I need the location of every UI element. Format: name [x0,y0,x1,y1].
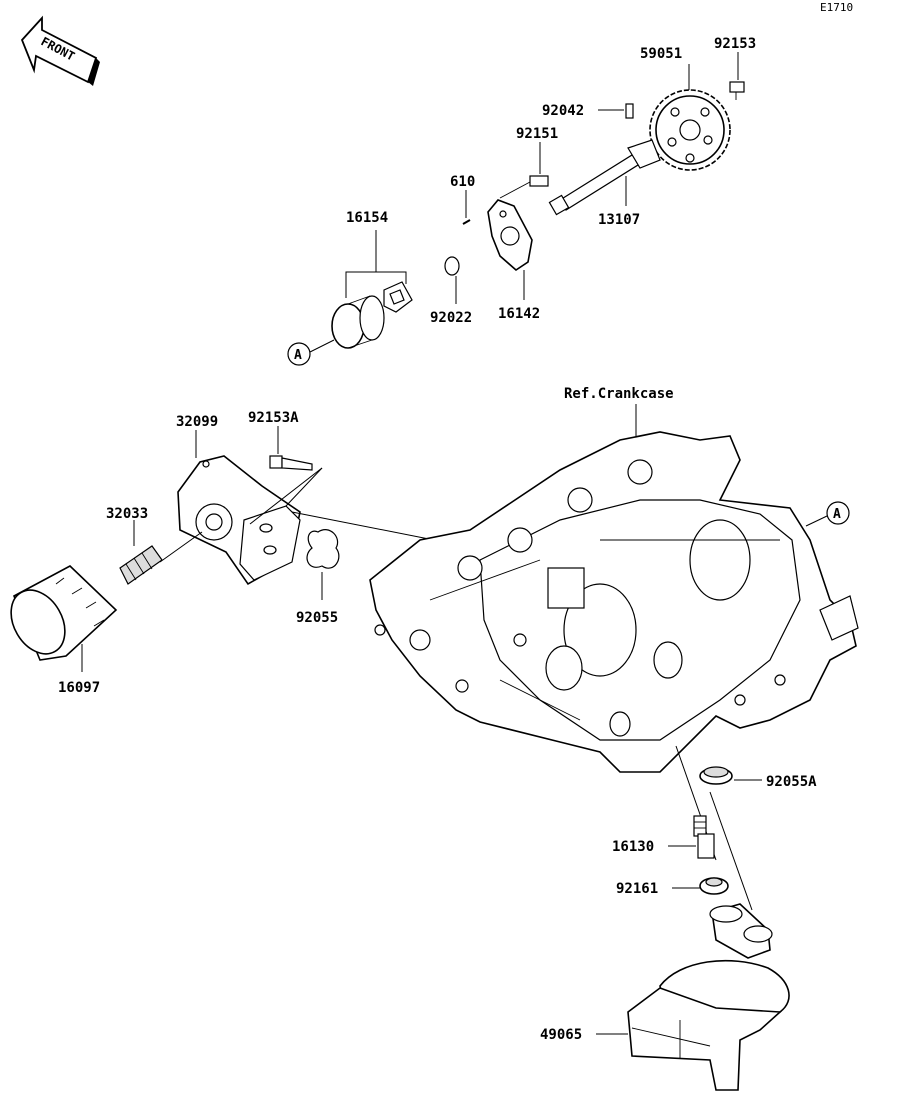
part-13107-shaft[interactable] [548,139,661,216]
label-16097: 16097 [58,680,100,696]
label-16154: 16154 [346,210,388,226]
ref-crankcase-label: Ref.Crankcase [564,386,674,402]
label-49065: 49065 [540,1027,582,1043]
label-16130: 16130 [612,839,654,855]
callout-a-right-text: A [833,507,841,522]
part-92153a-bolt[interactable] [269,455,313,471]
label-92055a: 92055A [766,774,817,790]
callout-a-upper-text: A [294,348,302,363]
part-92151-bolt[interactable] [499,175,549,199]
part-32033-nipple[interactable] [119,545,163,585]
part-92055a-o-ring[interactable] [699,766,733,785]
part-16097-oil-filter[interactable] [0,565,118,663]
part-92055-gasket[interactable] [306,529,340,569]
callout-a-upper: A [287,339,335,366]
label-32033: 32033 [106,506,148,522]
label-32099: 32099 [176,414,218,430]
crankcase-reference [369,431,859,773]
label-59051: 59051 [640,46,682,62]
part-49065-oil-strainer[interactable] [627,903,790,1091]
label-92153a: 92153A [248,410,299,426]
part-92042-pin[interactable] [625,103,634,119]
part-59051-gear[interactable] [649,89,731,171]
front-arrow-icon: FRONT [20,15,100,86]
part-92022-o-ring[interactable] [444,256,460,276]
label-92151: 92151 [516,126,558,142]
label-92042: 92042 [542,103,584,119]
part-16154-rotor-set[interactable] [331,281,413,349]
part-610-pin[interactable] [462,219,471,225]
label-16142: 16142 [498,306,540,322]
label-92022: 92022 [430,310,472,326]
part-92153-bolt[interactable] [729,81,745,100]
label-92055: 92055 [296,610,338,626]
part-16142-pump-cover[interactable] [487,199,533,272]
label-92161: 92161 [616,881,658,897]
part-92161-collar[interactable] [699,877,729,895]
label-92153: 92153 [714,36,756,52]
callout-a-right: A [805,501,850,527]
diagram-code: E1710 [820,1,853,14]
label-610: 610 [450,174,475,190]
label-13107: 13107 [598,212,640,228]
part-16130-fitting[interactable] [693,815,715,859]
part-32099-filter-mount[interactable] [177,455,301,586]
